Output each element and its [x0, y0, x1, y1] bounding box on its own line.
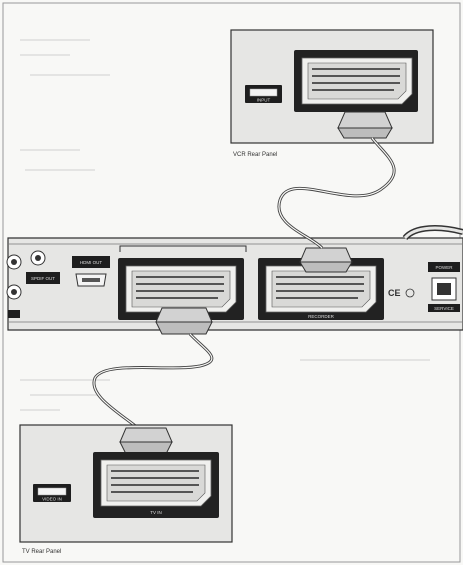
- tv-video-in-label: VIDEO IN: [42, 497, 62, 502]
- vcr-scart-socket: [294, 50, 418, 112]
- vcr-scart-plug: [337, 111, 393, 139]
- scart-bracket: [119, 245, 247, 252]
- tv-scart-input-socket: TV IN: [93, 452, 219, 518]
- tv-video-in-port: VIDEO IN: [33, 484, 71, 502]
- tv-rear-panel: VIDEO IN TV IN: [19, 424, 233, 543]
- recorder-scart-label: RECORDER: [308, 314, 335, 319]
- background-texture: [20, 39, 430, 411]
- tv-scart-plug: [119, 427, 173, 455]
- tv-scart-socket: [118, 258, 244, 320]
- spdif-label: SPDIF OUT: [31, 276, 55, 281]
- tv-panel-caption: TV Rear Panel: [22, 549, 61, 555]
- device-rear-panel: SPDIF OUT HDMI OUT: [6, 225, 463, 331]
- service-label: SERVICE: [434, 306, 454, 311]
- hdmi-label: HDMI OUT: [80, 260, 102, 265]
- vcr-rear-panel: INPUT: [230, 29, 434, 144]
- vcr-scart-pins: [312, 68, 400, 91]
- scart-cables: [92, 137, 396, 430]
- cable-vcr-to-recorder: [277, 137, 396, 250]
- svg-text:CE: CE: [388, 288, 401, 298]
- audio-jacks: [6, 254, 22, 318]
- cable-device-to-tv: [92, 332, 214, 430]
- spdif-output: SPDIF OUT: [26, 250, 60, 284]
- tv-out-scart-plug: [155, 307, 213, 335]
- vcr-input-port: INPUT: [245, 85, 282, 103]
- ce-mark: CE: [388, 288, 415, 298]
- power-label: POWER: [435, 265, 453, 270]
- tv-scart-input-label: TV IN: [150, 510, 162, 515]
- hdmi-output: HDMI OUT: [72, 256, 110, 287]
- recorder-scart-socket: RECORDER: [258, 258, 384, 320]
- power-socket: POWER SERVICE: [428, 262, 460, 312]
- recorder-scart-plug: [299, 247, 353, 273]
- vcr-input-port-label: INPUT: [257, 98, 271, 103]
- vcr-panel-caption: VCR Rear Panel: [233, 152, 277, 158]
